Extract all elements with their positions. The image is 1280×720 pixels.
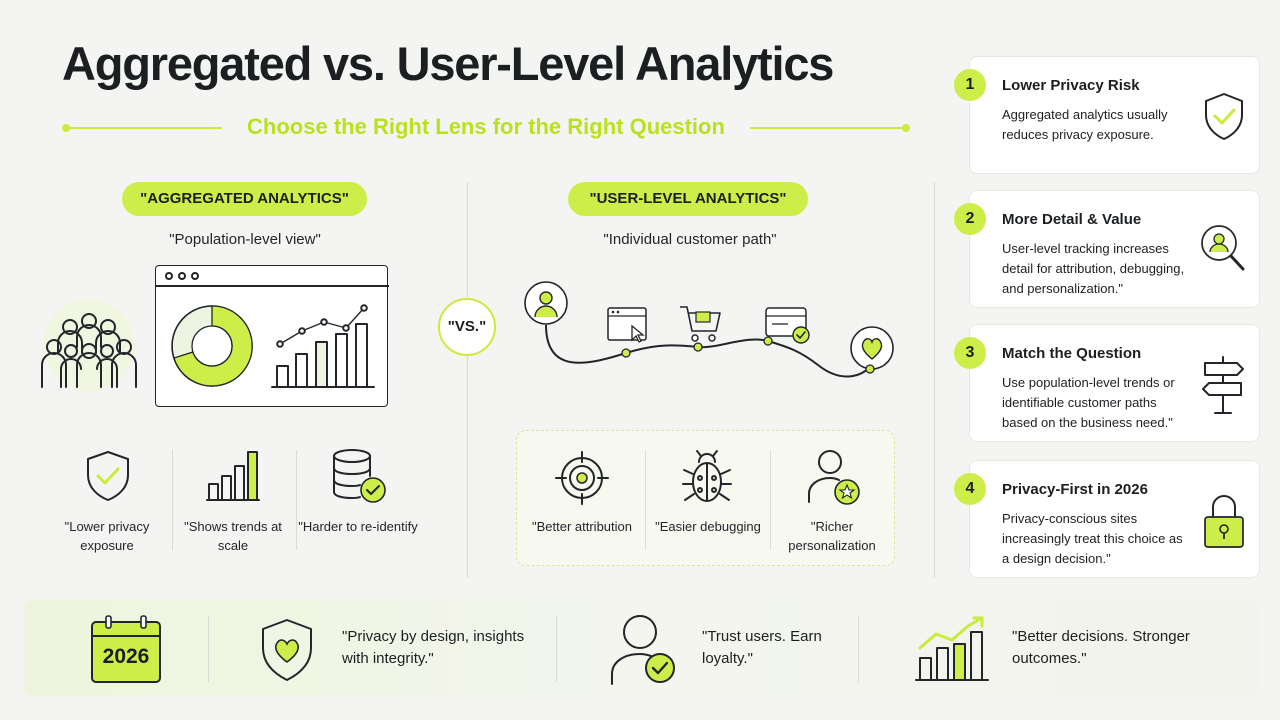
center-divider bbox=[467, 182, 468, 578]
card-match-the-question: 3 Match the Question Use population-leve… bbox=[954, 324, 1260, 442]
aggregated-bar-chart-icon bbox=[205, 448, 261, 504]
subtitle-rule-right bbox=[750, 127, 904, 129]
card-lower-privacy-risk: 1 Lower Privacy Risk Aggregated analytic… bbox=[954, 56, 1260, 174]
growth-chart-icon bbox=[914, 614, 990, 684]
user-level-caption: "Individual customer path" bbox=[603, 231, 777, 248]
calendar-icon bbox=[90, 614, 162, 684]
customer-journey-path bbox=[518, 275, 903, 395]
card-privacy-first-2026: 4 Privacy-First in 2026 Privacy-consciou… bbox=[954, 460, 1260, 578]
user-check-icon bbox=[608, 612, 678, 686]
user-level-bug-icon bbox=[681, 448, 733, 506]
benefit-divider bbox=[172, 450, 173, 550]
aggregated-benefit-label: "Harder to re-identify bbox=[298, 519, 418, 534]
browser-window-icon bbox=[607, 307, 647, 343]
user-level-benefit-label: "Easier debugging bbox=[655, 519, 761, 534]
subtitle-dot-left bbox=[62, 124, 70, 132]
vs-badge: "VS." bbox=[438, 298, 496, 356]
payment-card-icon bbox=[765, 307, 810, 344]
dashboard-graphics bbox=[156, 272, 389, 388]
band-text-privacy: "Privacy by design, insights with integr… bbox=[342, 628, 525, 667]
card-title: More Detail & Value bbox=[1002, 211, 1142, 228]
card-number: 2 bbox=[954, 203, 986, 235]
signpost-icon bbox=[1199, 355, 1247, 415]
band-text-trust: "Trust users. Earn loyalty." bbox=[702, 628, 822, 667]
card-text: User-level tracking increases detail for… bbox=[1002, 241, 1185, 296]
user-level-user-star-icon bbox=[805, 446, 863, 506]
card-number: 4 bbox=[954, 473, 986, 505]
right-divider bbox=[934, 182, 935, 578]
user-magnifier-icon bbox=[1199, 221, 1247, 279]
card-text: Aggregated analytics usually reduces pri… bbox=[1002, 107, 1168, 142]
user-level-pill: "USER-LEVEL ANALYTICS" bbox=[568, 182, 808, 216]
band-text-decisions: "Better decisions. Stronger outcomes." bbox=[1012, 628, 1190, 667]
band-divider bbox=[556, 616, 557, 682]
dashboard-panel bbox=[155, 265, 389, 407]
band-divider bbox=[208, 616, 209, 682]
shopping-cart-icon bbox=[680, 306, 721, 342]
card-title: Match the Question bbox=[1002, 345, 1142, 362]
subtitle-row: Choose the Right Lens for the Right Ques… bbox=[62, 112, 910, 144]
card-more-detail-value: 2 More Detail & Value User-level trackin… bbox=[954, 190, 1260, 308]
aggregated-database-check-icon bbox=[330, 446, 388, 506]
card-text: Privacy-conscious sites increasingly tre… bbox=[1002, 511, 1183, 566]
card-number: 1 bbox=[954, 69, 986, 101]
user-level-benefit-label: "Richer personalization bbox=[788, 519, 876, 553]
aggregated-benefit-label: "Lower privacy exposure bbox=[64, 519, 150, 553]
aggregated-shield-check-icon bbox=[82, 448, 134, 504]
card-number: 3 bbox=[954, 337, 986, 369]
calendar-year: 2026 bbox=[102, 645, 150, 668]
subtitle: Choose the Right Lens for the Right Ques… bbox=[247, 114, 725, 139]
user-level-target-icon bbox=[554, 450, 610, 506]
page-title: Aggregated vs. User-Level Analytics bbox=[62, 37, 834, 90]
padlock-icon bbox=[1201, 491, 1247, 551]
aggregated-benefit-label: "Shows trends at scale bbox=[184, 519, 282, 553]
crowd-icon bbox=[30, 295, 148, 395]
card-text: Use population-level trends or identifia… bbox=[1002, 375, 1175, 430]
benefit-divider bbox=[645, 450, 646, 550]
user-level-benefit-label: "Better attribution bbox=[531, 519, 632, 534]
shield-check-icon bbox=[1201, 91, 1247, 143]
aggregated-pill: "AGGREGATED ANALYTICS" bbox=[122, 182, 367, 216]
card-title: Lower Privacy Risk bbox=[1002, 77, 1140, 94]
band-divider bbox=[858, 616, 859, 682]
benefit-divider bbox=[296, 450, 297, 550]
subtitle-dot-right bbox=[902, 124, 910, 132]
aggregated-caption: "Population-level view" bbox=[169, 231, 321, 248]
card-title: Privacy-First in 2026 bbox=[1002, 481, 1148, 498]
benefit-divider bbox=[770, 450, 771, 550]
subtitle-rule-left bbox=[68, 127, 222, 129]
heart-shield-icon bbox=[258, 616, 316, 684]
